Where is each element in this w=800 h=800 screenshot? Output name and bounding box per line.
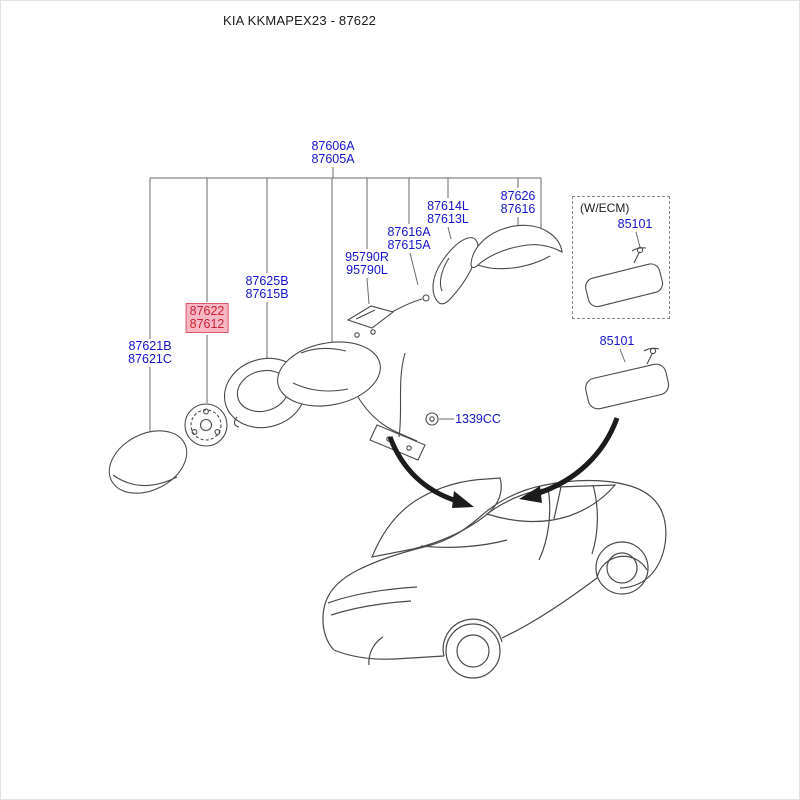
part-number: 1339CC — [455, 412, 501, 426]
mirror-cap-drawing — [470, 224, 563, 270]
part-label-85101[interactable]: 85101 — [600, 335, 635, 348]
door-bracket-drawing — [432, 237, 479, 305]
part-label-87625B[interactable]: 87625B 87615B — [245, 275, 288, 301]
part-label-87614L[interactable]: 87614L 87613L — [427, 200, 469, 226]
part-drawings — [108, 224, 670, 494]
part-number: 87621B — [128, 339, 172, 353]
inside-mirror-ecm-drawing — [585, 246, 664, 308]
car-drawing — [322, 477, 667, 679]
pointer-arrows — [387, 417, 620, 508]
part-label-95790R[interactable]: 95790R 95790L — [345, 251, 389, 277]
signal-lamp-drawing — [346, 294, 430, 338]
mirror-assembly-drawing — [277, 341, 426, 461]
part-number: 95790L — [346, 263, 388, 277]
wecm-caption: (W/ECM) — [580, 201, 630, 215]
part-label-87622-highlighted[interactable]: 87622 87612 — [185, 303, 229, 333]
part-number: 87616 — [500, 202, 536, 216]
wecm-option-box: (W/ECM) 85101 — [572, 196, 670, 319]
part-label-87606A[interactable]: 87606A 87605A — [311, 140, 354, 166]
bolt-drawing — [425, 412, 439, 426]
part-label-87621B[interactable]: 87621B 87621C — [128, 340, 172, 366]
part-number: 87626 — [500, 189, 536, 203]
leader-lines — [149, 167, 641, 433]
part-number: 87615A — [387, 238, 431, 252]
part-number: 95790R — [345, 250, 389, 264]
part-number: 87622 — [189, 304, 225, 318]
part-number: 87625B — [245, 274, 289, 288]
part-label-1339CC[interactable]: 1339CC — [455, 413, 501, 426]
part-label-85101-ecm[interactable]: 85101 — [618, 218, 653, 231]
part-number: 85101 — [617, 217, 653, 231]
page-title: KIA KKMAPEX23 - 87622 — [223, 13, 377, 28]
part-label-87616A[interactable]: 87616A 87615A — [387, 226, 430, 252]
mirror-glass-drawing — [108, 430, 188, 494]
inside-mirror-drawing — [585, 347, 670, 410]
part-number: 87615B — [245, 287, 289, 301]
part-number: 87621C — [128, 352, 172, 366]
part-number: 87613L — [427, 212, 469, 226]
part-number: 87605A — [311, 152, 355, 166]
part-number: 87614L — [427, 199, 469, 213]
part-number: 85101 — [599, 334, 635, 348]
part-number: 87616A — [387, 225, 431, 239]
part-label-87626[interactable]: 87626 87616 — [501, 190, 536, 216]
actuator-drawing — [184, 403, 228, 447]
part-number: 87606A — [311, 139, 355, 153]
part-number: 87612 — [189, 317, 225, 331]
